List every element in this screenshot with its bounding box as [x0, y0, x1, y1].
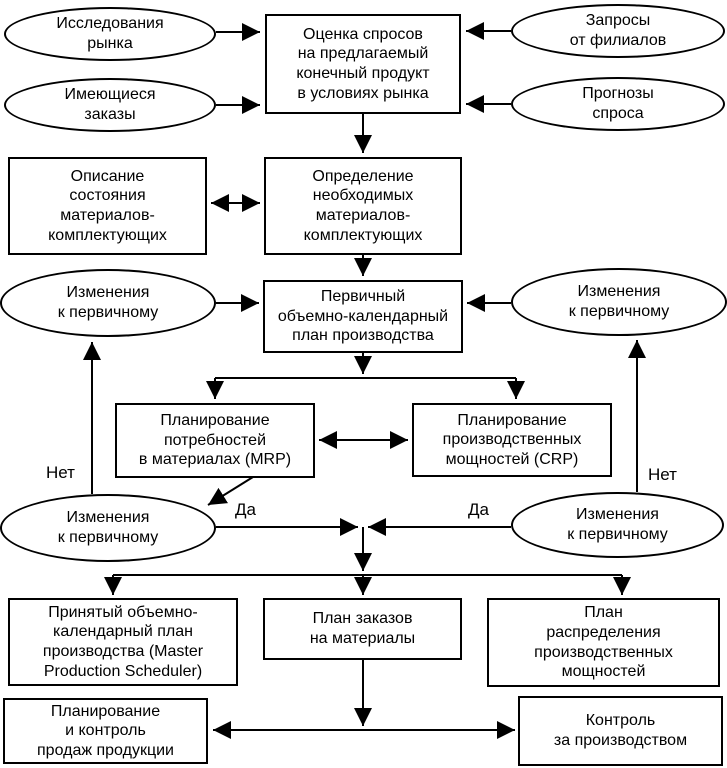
- box-master-plan: Первичный объемно-календарный план произ…: [263, 280, 463, 353]
- ellipse-changes-right: Изменения к первичному: [511, 268, 727, 336]
- node-label: Описание состояния материалов- комплекту…: [48, 167, 167, 244]
- node-label: Прогнозы спроса: [582, 85, 654, 122]
- node-label: План заказов на материалы: [309, 610, 416, 647]
- box-mrp: Планирование потребностей в материалах (…: [115, 403, 315, 478]
- edge-label-yes-left: Да: [235, 500, 256, 519]
- node-label: Изменения к первичному: [57, 284, 159, 321]
- node-label: Изменения к первичному: [568, 283, 670, 320]
- box-materials-state: Описание состояния материалов- комплекту…: [8, 157, 207, 255]
- node-label: Исследования рынка: [56, 15, 164, 52]
- ellipse-branch-requests: Запросы от филиалов: [511, 4, 725, 58]
- box-capacity-distribution-plan: План распределения производственных мощн…: [487, 598, 720, 687]
- node-label: Имеющиеся заказы: [64, 86, 156, 123]
- box-accepted-plan: Принятый объемно- календарный план произ…: [8, 598, 238, 686]
- node-label: Изменения к первичному: [57, 509, 159, 546]
- ellipse-demand-forecasts: Прогнозы спроса: [511, 77, 725, 131]
- node-label: Принятый объемно- календарный план произ…: [42, 603, 204, 680]
- edge-label-no-left: Нет: [46, 463, 75, 482]
- ellipse-changes-bottom-left: Изменения к первичному: [0, 494, 216, 562]
- box-materials-determination: Определение необходимых материалов- комп…: [264, 157, 462, 255]
- edge-label-no-right: Нет: [648, 465, 677, 484]
- ellipse-changes-bottom-right: Изменения к первичному: [511, 492, 724, 558]
- node-label: Планирование и контроль продаж продукции: [37, 702, 174, 759]
- box-demand-assessment: Оценка спросов на предлагаемый конечный …: [265, 14, 461, 114]
- node-label: Контроль за производством: [553, 712, 688, 749]
- ellipse-changes-left: Изменения к первичному: [0, 269, 216, 337]
- node-label: Планирование производственных мощностей …: [442, 411, 582, 468]
- ellipse-market-research: Исследования рынка: [4, 7, 216, 61]
- box-sales-planning: Планирование и контроль продаж продукции: [3, 698, 208, 764]
- node-label: Первичный объемно-календарный план произ…: [277, 288, 449, 345]
- edge-label-yes-right: Да: [468, 500, 489, 519]
- node-label: Запросы от филиалов: [569, 12, 667, 49]
- node-label: Оценка спросов на предлагаемый конечный …: [296, 25, 430, 102]
- node-label: План распределения производственных мощн…: [534, 604, 673, 681]
- ellipse-existing-orders: Имеющиеся заказы: [4, 78, 216, 132]
- box-crp: Планирование производственных мощностей …: [412, 403, 612, 477]
- node-label: Определение необходимых материалов- комп…: [303, 167, 423, 244]
- box-materials-order-plan: План заказов на материалы: [263, 598, 462, 660]
- arrow-mrp-to-changes: [207, 476, 254, 506]
- box-production-control: Контроль за производством: [518, 696, 723, 766]
- node-label: Планирование потребностей в материалах (…: [138, 412, 292, 469]
- node-label: Изменения к первичному: [567, 506, 668, 543]
